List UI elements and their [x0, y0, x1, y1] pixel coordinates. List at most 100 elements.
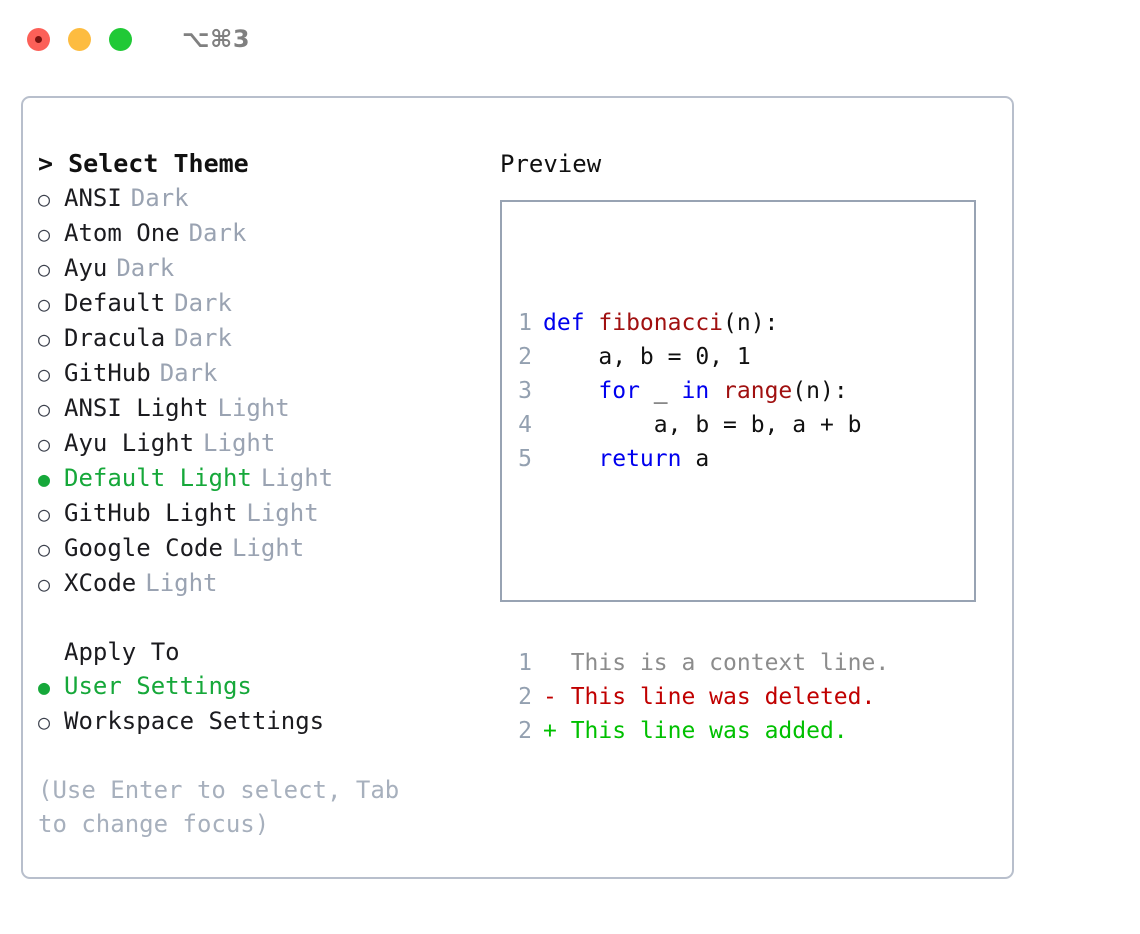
code-token: [709, 378, 723, 404]
code-token: def: [543, 310, 599, 336]
radio-unselected-icon: ○: [38, 257, 51, 281]
line-number: 2: [518, 344, 532, 370]
diff-sample: 1 This is a context line.2- This line wa…: [516, 646, 889, 748]
radio-selected-icon: ●: [38, 467, 51, 491]
theme-option-label: Ayu: [64, 254, 108, 282]
code-token: a, b = b, a + b: [543, 412, 862, 438]
theme-category-tag: Dark: [174, 324, 232, 352]
diff-marker: [543, 650, 557, 676]
keyboard-hint-text: (Use Enter to select, Tab to change focu…: [38, 776, 414, 838]
diff-line-ctx: 1 This is a context line.: [516, 646, 889, 680]
maximize-window-icon[interactable]: [109, 27, 132, 51]
code-line: 3 for _ in range(n):: [516, 374, 889, 408]
line-number: 2: [518, 684, 532, 710]
theme-category-tag: Dark: [159, 359, 218, 387]
theme-option-label: ANSI: [64, 184, 122, 212]
apply-to-option-list: ●User Settings ○ Workspace Settings: [38, 669, 478, 739]
theme-category-tag: Light: [260, 464, 334, 492]
diff-line-del: 2- This line was deleted.: [516, 680, 889, 714]
theme-option-label: GitHub: [64, 359, 151, 387]
radio-unselected-icon: ○: [38, 572, 51, 596]
select-theme-header: > Select Theme: [38, 149, 249, 178]
code-token: range: [723, 378, 793, 404]
theme-option-label: Google Code: [64, 534, 223, 562]
apply-to-option-user-settings[interactable]: ●User Settings: [38, 669, 478, 704]
traffic-light-buttons: [27, 27, 132, 51]
apply-to-option-label: User Settings: [64, 672, 252, 700]
apply-to-header: Apply To: [64, 638, 180, 666]
theme-option-label: GitHub Light: [64, 499, 238, 527]
radio-unselected-icon: ○: [38, 432, 51, 456]
code-token: (n):: [723, 310, 779, 336]
code-token: in: [681, 378, 710, 404]
code-token: [543, 378, 598, 404]
line-number: 3: [518, 378, 532, 404]
theme-category-tag: Dark: [116, 254, 175, 282]
title-bar: ⌥⌘3: [0, 0, 1140, 78]
code-spacer: [516, 544, 889, 578]
code-token: _: [639, 378, 682, 404]
diff-text: This line was deleted.: [556, 684, 876, 710]
apply-to-option-label: Workspace Settings: [64, 707, 325, 735]
code-line: 2 a, b = 0, 1: [516, 340, 889, 374]
apply-to-option-workspace-settings[interactable]: ○ Workspace Settings: [38, 704, 478, 739]
theme-option-default[interactable]: ○ Default Dark: [38, 286, 478, 321]
theme-category-tag: Dark: [130, 184, 189, 212]
line-number: 4: [518, 412, 532, 438]
theme-option-ayu[interactable]: ○ Ayu Dark: [38, 251, 478, 286]
radio-unselected-icon: ○: [38, 292, 51, 316]
radio-unselected-icon: ○: [38, 327, 51, 351]
theme-category-tag: Light: [145, 569, 218, 597]
radio-unselected-icon: ○: [38, 502, 51, 526]
code-token: (n):: [792, 378, 848, 404]
line-number: 5: [518, 446, 532, 472]
theme-option-label: Atom One: [64, 219, 180, 247]
preview-title: Preview: [500, 150, 602, 178]
radio-unselected-icon: ○: [38, 397, 51, 421]
theme-category-tag: Light: [246, 499, 319, 527]
theme-category-tag: Dark: [188, 219, 247, 247]
theme-option-google-code[interactable]: ○ Google Code Light: [38, 531, 478, 566]
theme-option-label: Dracula: [64, 324, 166, 352]
theme-option-github[interactable]: ○ GitHub Dark: [38, 356, 478, 391]
code-token: for: [598, 378, 640, 404]
diff-text: This is a context line.: [556, 650, 890, 676]
close-window-icon[interactable]: [27, 27, 50, 51]
theme-option-dracula[interactable]: ○ Dracula Dark: [38, 321, 478, 356]
radio-unselected-icon: ○: [38, 362, 51, 386]
code-token: [543, 446, 598, 472]
theme-option-github-light[interactable]: ○ GitHub Light Light: [38, 496, 478, 531]
diff-marker: +: [543, 718, 557, 744]
keyboard-shortcut-label: ⌥⌘3: [182, 25, 251, 53]
theme-option-label: Default: [64, 289, 166, 317]
theme-category-tag: Dark: [174, 289, 232, 317]
minimize-window-icon[interactable]: [68, 27, 91, 51]
radio-unselected-icon: ○: [38, 710, 51, 734]
code-token: a, b = 0, 1: [543, 344, 751, 370]
diff-marker: -: [543, 684, 557, 710]
code-line: 4 a, b = b, a + b: [516, 408, 889, 442]
theme-option-label: Ayu Light: [64, 429, 195, 457]
radio-unselected-icon: ○: [38, 537, 51, 561]
diff-text: This line was added.: [556, 718, 848, 744]
theme-category-tag: Light: [217, 394, 290, 422]
code-token: a: [681, 446, 710, 472]
line-number: 1: [518, 650, 532, 676]
line-number: 2: [518, 718, 532, 744]
theme-category-tag: Light: [231, 534, 305, 562]
code-token: fibonacci: [598, 310, 724, 336]
code-token: return: [598, 446, 682, 472]
